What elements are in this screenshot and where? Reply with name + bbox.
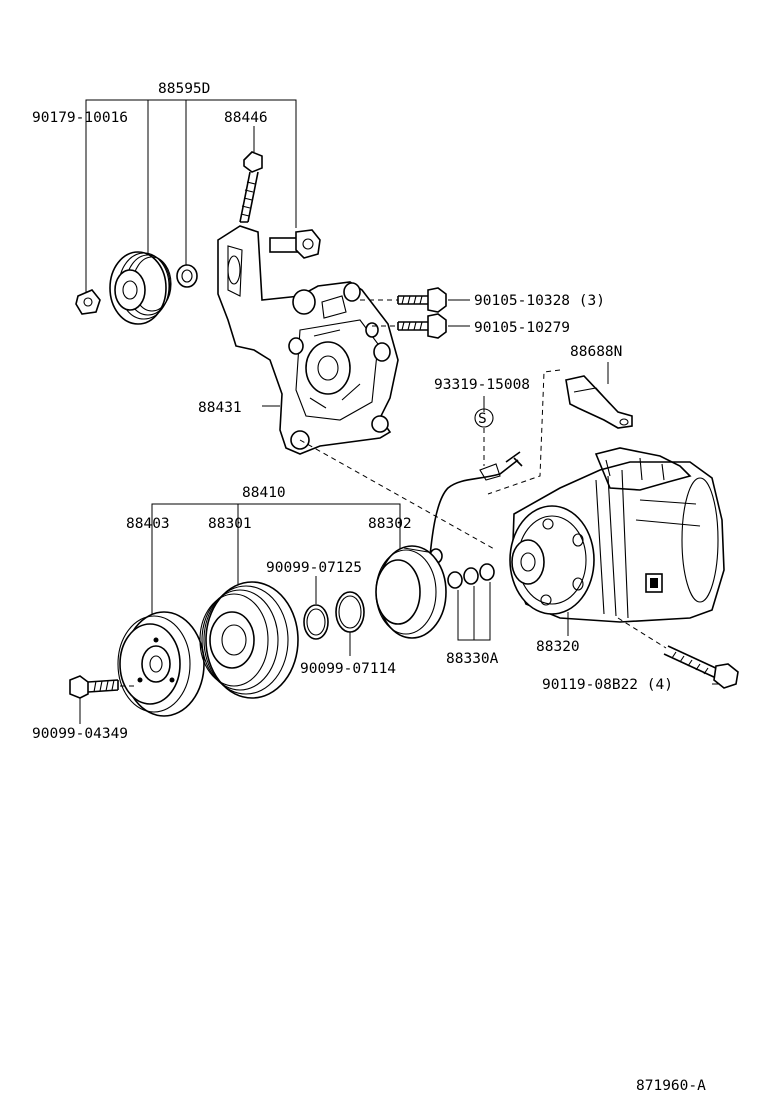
diagram-id: 871960-A	[636, 1078, 706, 1094]
label-88595D: 88595D	[158, 81, 210, 97]
bolt-90099-04349	[69, 675, 119, 699]
clutch-hub-88403	[117, 611, 205, 717]
bolt-90119-08B22	[663, 645, 739, 689]
bracket-88431	[217, 225, 399, 455]
label-88301: 88301	[208, 516, 252, 532]
snap-ring-90099-07114	[335, 591, 365, 633]
clip-88688N	[565, 375, 633, 429]
label-90105-10279: 90105-10279	[474, 320, 570, 336]
label-90119-08B22: 90119-08B22 (4)	[542, 677, 673, 693]
label-90099-07125: 90099-07125	[266, 560, 362, 576]
label-90099-07114: 90099-07114	[300, 661, 396, 677]
idler-pulley-group	[75, 99, 321, 325]
label-88330A: 88330A	[446, 651, 499, 667]
part-labels: 88595D 90179-10016 88446 90105-10328 (3)…	[32, 81, 706, 1094]
label-88410: 88410	[242, 485, 286, 501]
label-88431: 88431	[198, 400, 242, 416]
label-90099-04349: 90099-04349	[32, 726, 128, 742]
idler-pulley	[109, 251, 172, 325]
bolt-88595D	[269, 229, 321, 259]
label-88446: 88446	[224, 110, 268, 126]
label-88688N: 88688N	[570, 344, 622, 360]
s-mark-circle	[474, 408, 494, 428]
label-90179-10016: 90179-10016	[32, 110, 128, 126]
pulley-88301	[199, 581, 299, 699]
label-s-mark: S	[478, 411, 487, 427]
label-88320: 88320	[536, 639, 580, 655]
label-90105-10328: 90105-10328 (3)	[474, 293, 605, 309]
label-88302: 88302	[368, 516, 412, 532]
label-93319-15008: 93319-15008	[434, 377, 530, 393]
field-coil-88302	[375, 545, 447, 639]
nut-90179-10016	[75, 289, 101, 315]
bolt-90105-10328	[397, 287, 447, 313]
bolt-88446	[239, 151, 263, 223]
shims-88330A	[447, 563, 495, 589]
snap-ring-90099-07125	[303, 604, 329, 640]
label-88403: 88403	[126, 516, 170, 532]
spacer-88595D	[176, 264, 198, 288]
compressor-88320	[509, 447, 725, 623]
wire-harness-93319	[429, 451, 523, 564]
bolt-90105-10279	[397, 313, 447, 339]
